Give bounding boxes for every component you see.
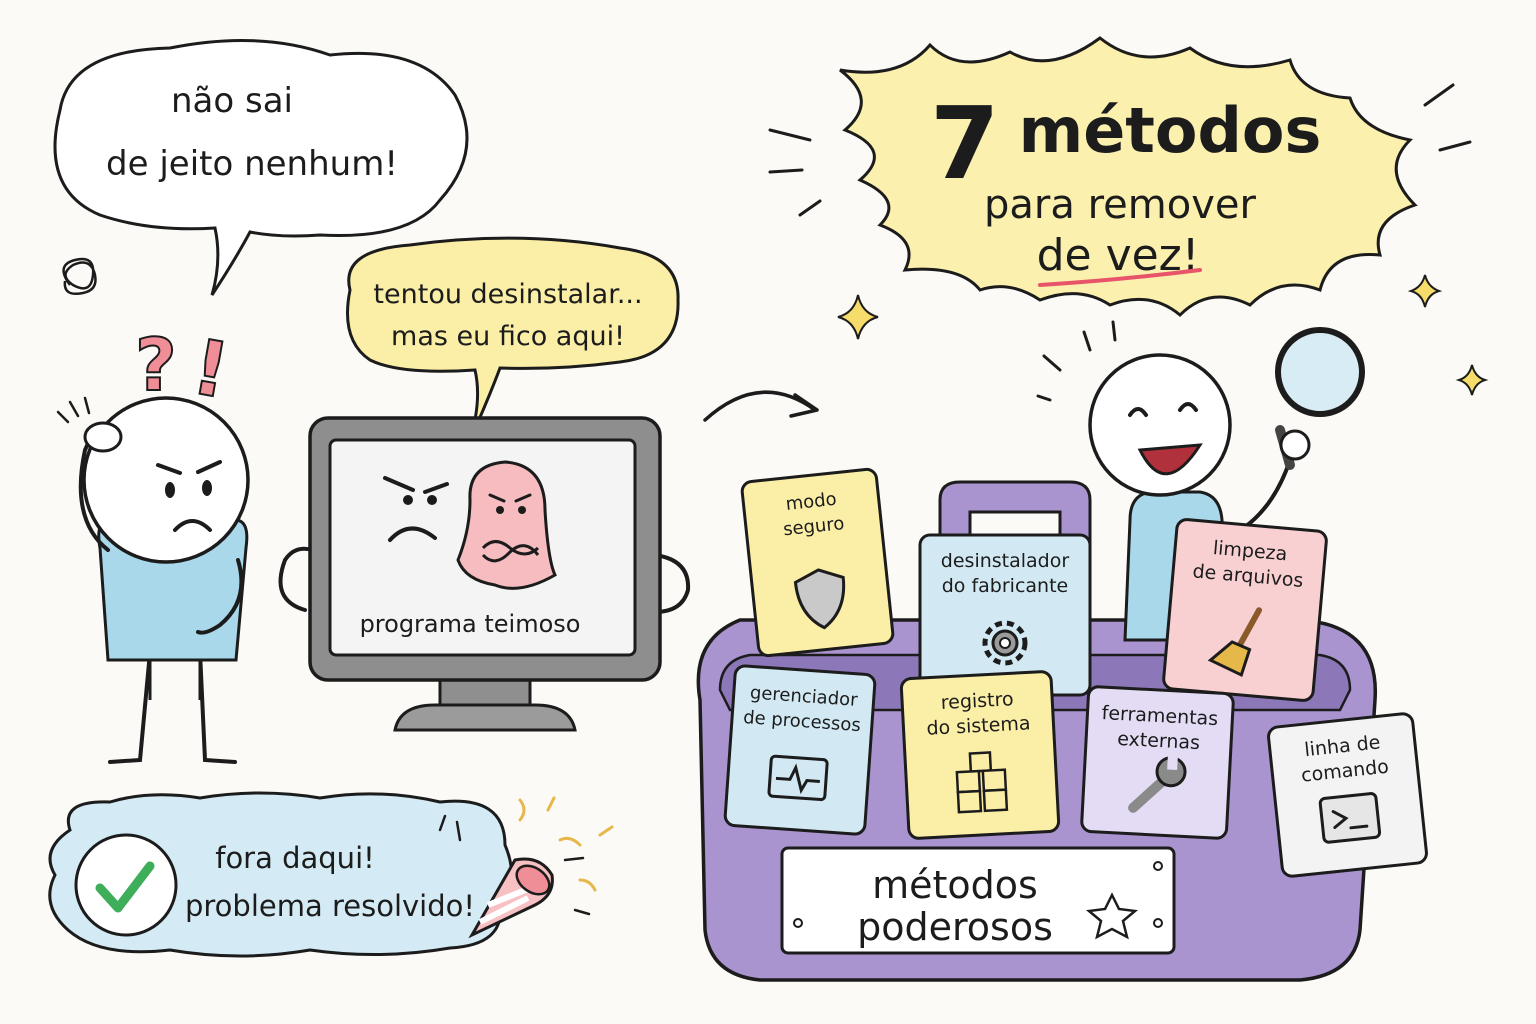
user-speech-bubble: não sai de jeito nenhum! — [53, 39, 469, 296]
party-popper-icon — [438, 796, 614, 939]
confused-user-figure — [78, 396, 250, 764]
method-card-label: registro — [940, 688, 1014, 714]
program-speech-bubble: tentou desinstalar... mas eu fico aqui! — [346, 236, 680, 441]
toolbox-nameplate: métodos poderosos — [780, 846, 1176, 955]
method-card-label: desinstalador — [941, 550, 1070, 572]
wrench-icon — [1128, 755, 1187, 813]
terminal-icon — [1318, 792, 1382, 844]
method-card-label: do fabricante — [942, 575, 1068, 597]
headline-line2: para remover — [984, 182, 1256, 228]
headline-burst: 7 métodos para remover de vez! — [768, 36, 1472, 318]
program-bubble-line1: tentou desinstalar... — [373, 279, 642, 310]
headline-word: métodos — [1019, 94, 1322, 167]
magnifier-icon — [1275, 327, 1365, 417]
method-card-background — [723, 664, 877, 836]
nameplate-line2: poderosos — [857, 905, 1053, 949]
method-card-label: do sistema — [926, 712, 1031, 739]
question-mark-icon: ? — [135, 323, 177, 407]
stubborn-monitor: programa teimoso — [278, 416, 691, 732]
star-icon — [1085, 892, 1139, 940]
gear-icon — [982, 620, 1028, 666]
method-card-label: externas — [1117, 728, 1201, 754]
pink-blob-icon — [456, 460, 557, 590]
success-line2: problema resolvido! — [185, 889, 475, 923]
shield-icon — [793, 568, 846, 630]
broom-icon — [1207, 607, 1263, 678]
success-line1: fora daqui! — [215, 841, 375, 875]
confusion-marks: ? ! — [56, 257, 237, 424]
underline-accent — [1038, 268, 1202, 287]
nameplate-line1: métodos — [872, 863, 1038, 907]
monitor-screen-label: programa teimoso — [360, 610, 581, 638]
cubes-icon — [955, 751, 1009, 814]
method-card-background — [1080, 685, 1235, 840]
success-cloud: fora daqui! problema resolvido! — [48, 791, 513, 958]
headline-number: 7 — [930, 85, 1000, 202]
sparkle-icon — [837, 294, 879, 340]
sparkle-icon — [1407, 274, 1443, 308]
sparkles — [837, 274, 1489, 396]
sparkle-icon — [1455, 364, 1489, 396]
checkmark-icon — [95, 861, 155, 913]
user-bubble-line2: de jeito nenhum! — [106, 144, 398, 184]
pulse-monitor-icon — [767, 754, 829, 802]
scribble-icon — [62, 257, 97, 295]
user-bubble-line1: não sai — [171, 81, 293, 121]
program-bubble-line2: mas eu fico aqui! — [391, 321, 625, 352]
method-card-2: desinstalador do fabricante — [918, 533, 1092, 697]
method-card-background — [740, 467, 895, 658]
method-card-background — [1162, 518, 1328, 702]
